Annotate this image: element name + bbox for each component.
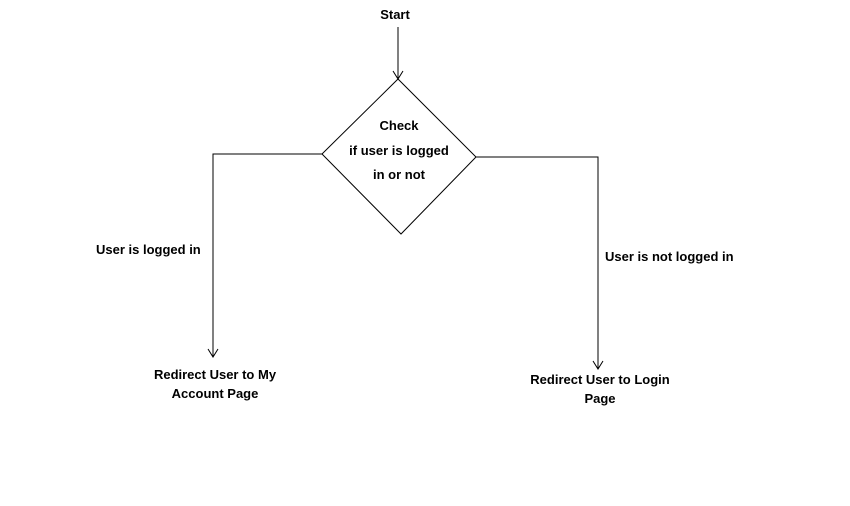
left-branch-connector <box>212 153 322 357</box>
right-branch-arrowhead <box>592 360 604 370</box>
right-outcome-label: Redirect User to Login Page <box>530 372 670 406</box>
decision-diamond <box>321 78 477 235</box>
left-branch-label: User is logged in <box>96 242 201 257</box>
left-outcome-label: Redirect User to My Account Page <box>153 367 277 401</box>
right-branch-connector <box>476 156 599 369</box>
right-branch-label: User is not logged in <box>605 249 734 264</box>
decision-line-2: if user is logged <box>349 143 449 158</box>
decision-line-1: Check <box>379 118 419 133</box>
decision-line-3: in or not <box>373 167 425 182</box>
left-branch-arrowhead <box>207 348 219 358</box>
start-label: Start <box>380 7 410 22</box>
